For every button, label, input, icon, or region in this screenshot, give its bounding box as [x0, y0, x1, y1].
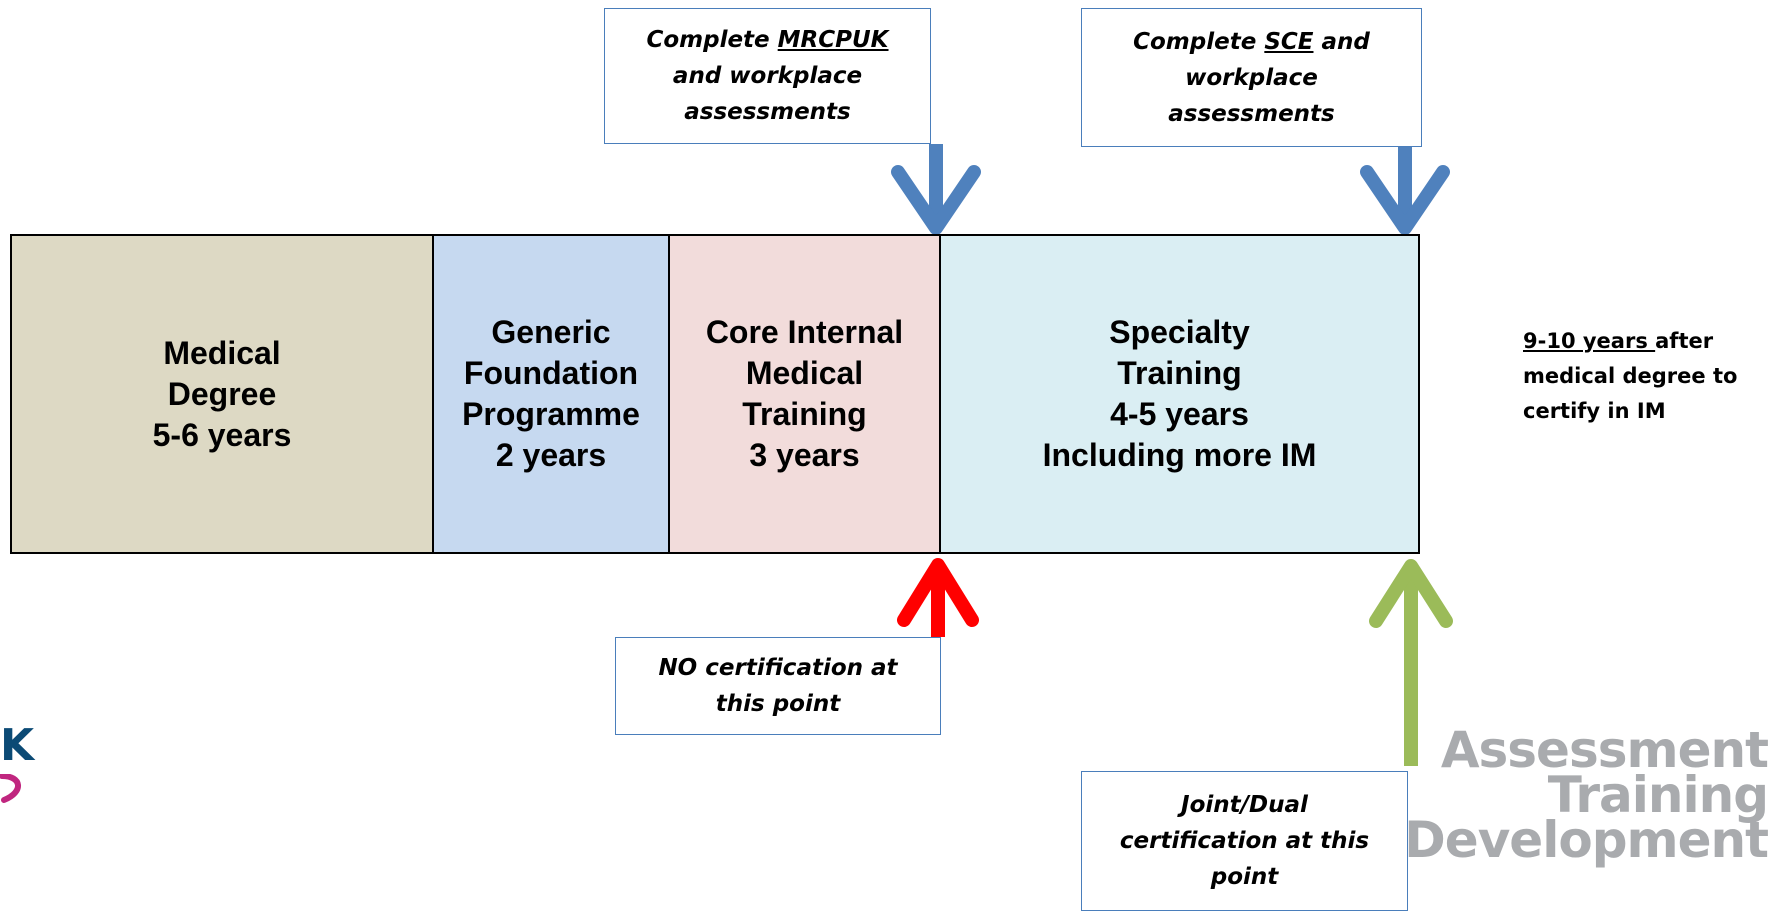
partner-logo-left: K [0, 722, 34, 770]
phase-medical-degree: Medical Degree 5-6 years [10, 234, 434, 554]
mrcp-exam-name: MRCPUK [777, 27, 889, 53]
phase-label-line: Training [742, 396, 867, 432]
phase-foundation-programme: Generic Foundation Programme 2 years [432, 234, 670, 554]
phase-specialty-training: Specialty Training 4-5 years Including m… [939, 234, 1420, 554]
mrcp-note-line-2: and workplace [672, 63, 863, 89]
logo-line-development: Development [1404, 811, 1769, 869]
phase-duration: 4-5 years [1110, 396, 1249, 432]
no-cert-note-line-2: this point [715, 691, 841, 717]
phase-label-line: Degree [167, 375, 277, 412]
sce-note-suffix: and [1313, 28, 1370, 55]
assessment-training-development-logo: Assessment Training Development [1404, 721, 1769, 869]
phase-label-line: Programme [462, 396, 640, 432]
partner-logo-swoosh-icon [0, 774, 21, 803]
phase-duration: 2 years [495, 437, 607, 473]
joint-note-line-2: certification at this [1119, 828, 1370, 854]
total-duration-note: 9-10 years after medical degree to certi… [1523, 324, 1773, 429]
mrcp-note-box: Complete MRCPUK and workplace assessment… [604, 8, 931, 144]
mrcp-note-line-3: assessments [684, 99, 851, 125]
phase-label-line: Core Internal [705, 314, 904, 350]
phase-label-line: Specialty [1109, 314, 1250, 350]
phase-label-line: Generic [491, 314, 611, 350]
phase-duration: 5-6 years [152, 416, 292, 453]
no-cert-arrow-up-icon [897, 558, 979, 637]
mrcp-note-prefix: Complete [646, 27, 778, 53]
no-cert-note-line-1: NO certification at [658, 655, 898, 681]
sce-note-line-1: Complete SCE and [1133, 24, 1370, 60]
sce-note-prefix: Complete [1133, 28, 1265, 55]
joint-cert-arrow-up-icon [1369, 559, 1453, 766]
no-certification-note-box: NO certification at this point [615, 637, 941, 735]
partner-logo-letter: K [0, 720, 35, 771]
mrcp-arrow-down-icon [891, 144, 981, 235]
phase-label-line: Medical [745, 355, 864, 391]
sce-note-box: Complete SCE and workplace assessments [1081, 8, 1422, 147]
sce-note-line-3: assessments [1168, 100, 1335, 127]
sce-arrow-down-icon [1360, 147, 1450, 235]
joint-note-line-1: Joint/Dual [1181, 792, 1308, 818]
logo-line-training: Training [1547, 766, 1769, 824]
total-duration-line-2: medical degree to [1523, 364, 1738, 388]
joint-certification-note-box: Joint/Dual certification at this point [1081, 771, 1408, 911]
phase-label-line: Training [1117, 355, 1242, 391]
sce-exam-name: SCE [1264, 28, 1314, 55]
total-duration-line-3: certify in IM [1523, 399, 1666, 423]
total-duration-years: 9-10 years [1523, 329, 1656, 353]
mrcp-note-line-1: Complete MRCPUK [646, 22, 888, 58]
joint-note-line-3: point [1210, 864, 1279, 890]
sce-note-line-2: workplace [1185, 64, 1318, 91]
phase-duration: 3 years [749, 437, 860, 473]
phase-label-line: Including more IM [1042, 437, 1317, 473]
logo-line-assessment: Assessment [1440, 721, 1769, 779]
phase-label-line: Medical [163, 334, 281, 371]
total-duration-line-1-rest: after [1655, 329, 1714, 353]
phase-core-internal-medical-training: Core Internal Medical Training 3 years [668, 234, 941, 554]
phase-label-line: Foundation [463, 355, 639, 391]
